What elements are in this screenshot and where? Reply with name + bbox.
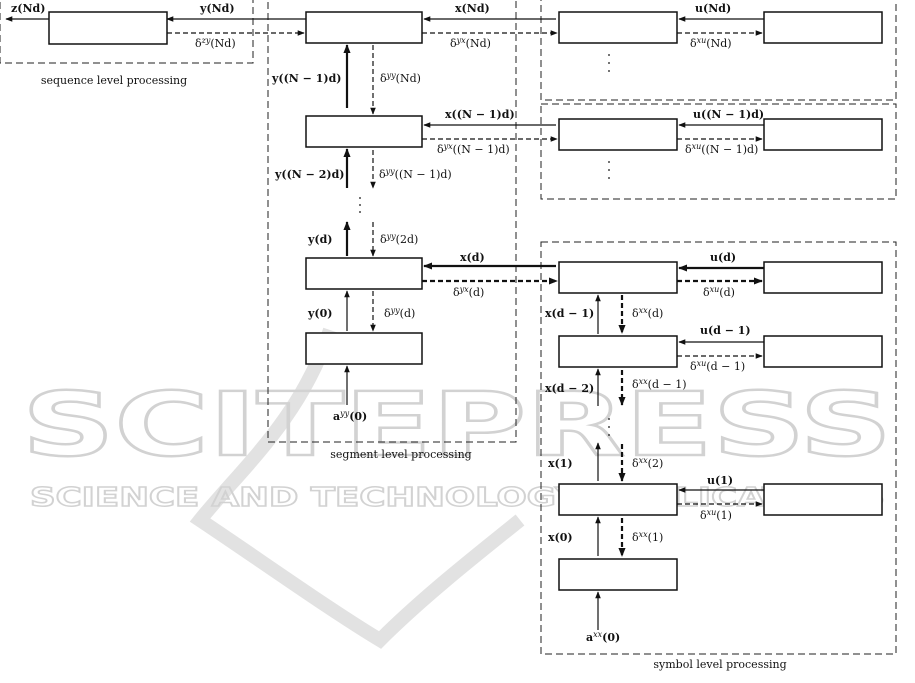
segment-caption: segment level processing [330,448,471,461]
label-y-Nd: y(Nd) [199,2,235,15]
label-delta-xx-d: δxx(d) [632,306,663,320]
label-delta-xu-Nd: δxu(Nd) [690,36,732,50]
ellipsis-symbol-mid [608,161,610,179]
ellipsis-symbol-bottom [608,418,610,436]
label-x-1: x(1) [548,457,573,470]
segment-node-Nd [305,11,423,44]
label-x-Nd: x(Nd) [455,2,490,15]
symbol-node-1 [558,483,678,516]
watermark: SCITEPRESS SCIENCE AND TECHNOLOGY PUBLIC… [21,327,893,649]
symbol-level-region-mid [540,103,897,200]
sequence-node [48,11,168,45]
symbol-level-region-bottom [540,241,897,655]
ellipsis-segment [359,197,361,213]
label-delta-xu-d1: δxu(d − 1) [690,359,745,373]
input-node-1 [763,483,883,516]
input-node-Nd [763,11,883,44]
label-delta-xu-1: δxu(1) [700,508,732,522]
label-z-Nd: z(Nd) [11,2,45,15]
input-node-d1 [763,335,883,368]
label-u-N1d: u((N − 1)d) [693,108,764,121]
label-delta-yx-N1d: δyx((N − 1)d) [437,142,510,156]
label-delta-xu-d: δxu(d) [703,285,735,299]
sequence-level-region [0,0,254,64]
label-a-xx-0: axx(0) [586,630,620,644]
label-delta-xx-1: δxx(1) [632,530,663,544]
label-x-d2: x(d − 2) [545,382,594,395]
sequence-caption: sequence level processing [41,74,187,87]
symbol-caption: symbol level processing [653,658,786,671]
segment-node-d [305,257,423,290]
label-delta-yy-N1d: δyy((N − 1)d) [379,167,452,181]
symbol-node-Nd [558,11,678,44]
segment-node-N1d [305,115,423,148]
symbol-node-N1d [558,118,678,151]
label-u-Nd: u(Nd) [695,2,731,15]
label-delta-xu-N1d: δxu((N − 1)d) [685,142,758,156]
symbol-level-region-top [540,0,897,101]
label-a-yy-0: ayy(0) [333,409,367,423]
label-x-N1d: x((N − 1)d) [445,108,515,121]
symbol-node-0 [558,558,678,591]
label-u-d1: u(d − 1) [700,324,751,337]
label-y-N2d: y((N − 2)d) [274,168,345,181]
label-delta-yy-2d: δyy(2d) [380,232,418,246]
input-node-N1d [763,118,883,151]
symbol-node-d [558,261,678,294]
label-x-0: x(0) [548,531,573,544]
label-u-1: u(1) [707,474,733,487]
label-delta-xx-d1: δxx(d − 1) [632,377,687,391]
label-delta-yy-Nd: δyy(Nd) [380,71,421,85]
watermark-main: SCITEPRESS [22,373,892,476]
label-u-d: u(d) [710,251,736,264]
label-delta-yx-d: δyx(d) [453,285,484,299]
label-delta-yx-Nd: δyx(Nd) [450,36,491,50]
label-delta-yy-d: δyy(d) [384,306,415,320]
input-node-d [763,261,883,294]
symbol-node-d1 [558,335,678,368]
segment-level-region [267,0,517,443]
segment-node-0 [305,332,423,365]
label-y-N1d: y((N − 1)d) [271,72,342,85]
label-delta-zy-Nd: δzy(Nd) [195,36,236,50]
label-y-d: y(d) [307,233,333,246]
label-x-d1: x(d − 1) [545,307,594,320]
label-x-d-segment: x(d) [460,251,485,264]
label-y-0: y(0) [307,307,332,320]
watermark-sub: SCIENCE AND TECHNOLOGY PUBLICATIONS [30,483,885,513]
label-delta-xx-2: δxx(2) [632,456,663,470]
ellipsis-symbol-top [608,54,610,72]
